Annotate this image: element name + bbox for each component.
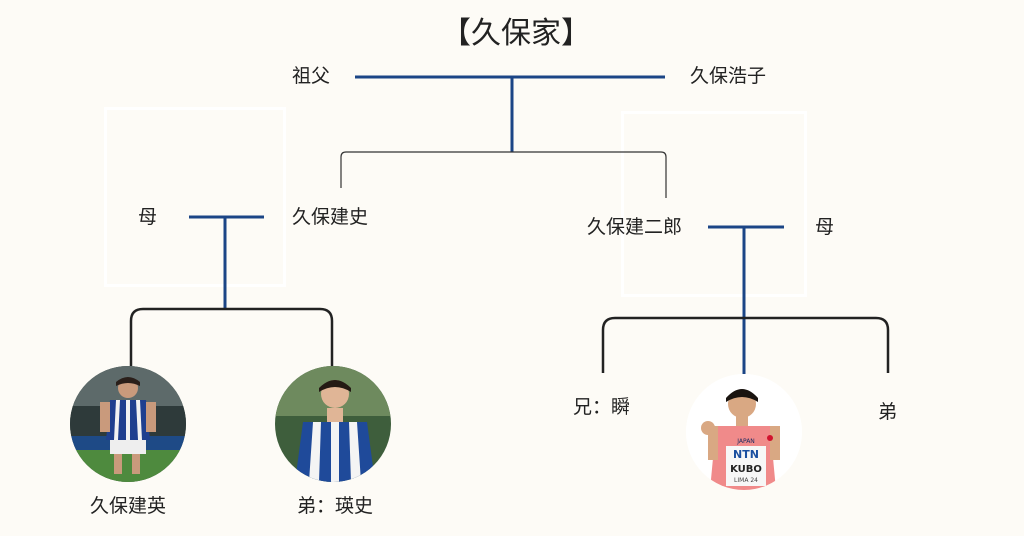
left-mother-label: 母 [138,206,158,228]
right-children-bracket [601,316,890,373]
page-title: 【久保家】 [441,16,591,51]
child-name-takefusa: 久保建英 [90,495,167,517]
grandfather-label: 祖父 [292,65,331,87]
bib-team: NTN [733,448,759,461]
child-name-younger-brother: 弟 [878,401,898,423]
right-mother-label: 母 [815,216,835,238]
avatar-runner: JAPAN NTN KUBO LIMA 24 [686,374,802,490]
bib-event: LIMA 24 [734,477,758,484]
left-children-bracket [129,307,334,366]
grandmother-label: 久保浩子 [690,65,767,87]
child-name-shun: 兄：瞬 [573,396,631,418]
bib-name: KUBO [730,464,762,475]
right-father-label: 久保建二郎 [587,216,683,238]
avatar-kubo-takefusa [70,366,186,482]
right-family-frame [621,111,807,297]
left-father-label: 久保建史 [292,206,369,228]
left-family-frame [104,107,286,287]
avatar-kubo-eiji [275,366,391,482]
child-name-eiji: 弟：瑛史 [297,495,374,517]
grandparents-children-bracket [340,151,667,198]
bib-country: JAPAN [736,438,755,445]
